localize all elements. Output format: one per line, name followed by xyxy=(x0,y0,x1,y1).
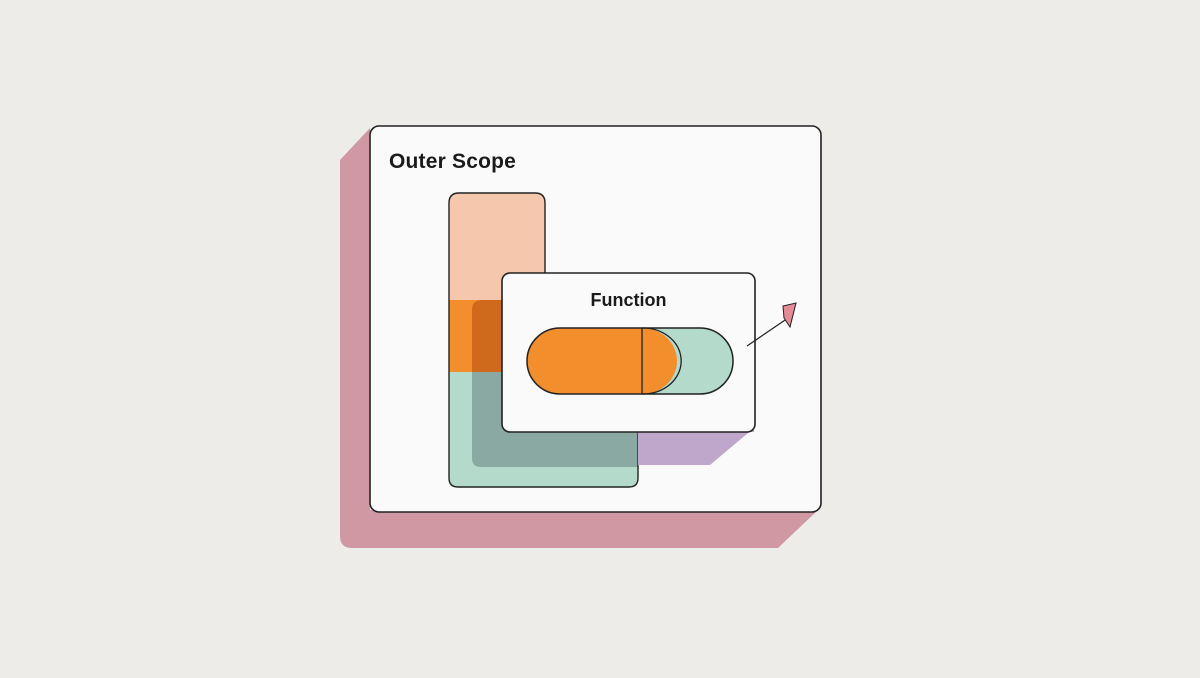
function-label: Function xyxy=(502,290,755,311)
outer-scope-label: Outer Scope xyxy=(389,150,516,174)
pill-orange-outer xyxy=(527,328,642,394)
